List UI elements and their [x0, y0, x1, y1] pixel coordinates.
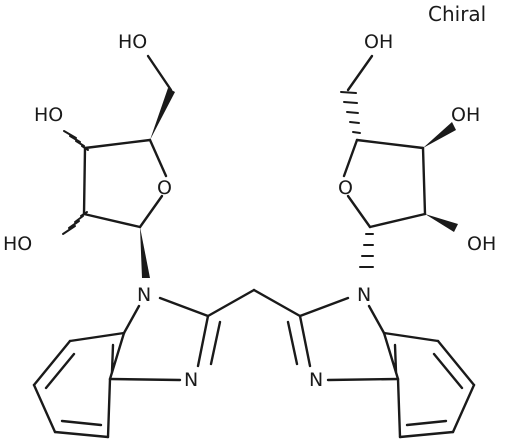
bond-c7a-c7-right — [382, 331, 440, 343]
atom-n3-right: N — [309, 369, 323, 391]
hash-c2-oh-left — [62, 211, 88, 235]
aromatic-inner-2-left — [60, 419, 103, 427]
wedge-c2-oh-right — [425, 214, 458, 232]
bond-c2-c1-right — [368, 212, 427, 229]
left-benzimidazole — [32, 296, 222, 439]
bond-c7-c6-right — [436, 339, 476, 387]
right-benzimidazole — [286, 296, 476, 439]
bond-c5-c4-right — [398, 430, 455, 439]
bond-c2-n3-left-double — [209, 320, 222, 366]
bond-c7a-c7-left — [68, 331, 126, 343]
atom-oh-c2-right: OH — [467, 233, 496, 255]
aromatic-inner-3-left — [110, 343, 115, 374]
bond-bridge-right — [252, 288, 302, 318]
bond-c2-n3-right-double — [286, 320, 299, 366]
bond-c4-o-left — [148, 138, 168, 178]
wedge-c1-n-left — [140, 227, 150, 278]
bond-c3-c4-left — [83, 138, 152, 150]
bond-c6-c5-right — [451, 383, 476, 434]
bond-c6-c5-left — [32, 383, 57, 434]
bond-n3-c3a-right — [326, 377, 400, 382]
atom-labels: HO HO O HO N N OH O OH OH N N Chiral — [3, 2, 496, 391]
aromatic-inner-1-right — [432, 352, 464, 390]
atom-ho-ch2-left: HO — [118, 31, 147, 53]
bond-c7-c6-left — [32, 339, 72, 387]
aromatic-inner-3-right — [393, 343, 398, 374]
left-sugar-ring — [62, 54, 175, 278]
atom-o-ring-right: O — [338, 177, 353, 199]
bond-ch2-o-right — [346, 54, 374, 92]
bond-c2-c3-left — [82, 146, 87, 216]
wedge-c3-oh-right — [423, 122, 456, 148]
hash-c1-n-right — [359, 233, 374, 268]
bond-n1-c2-left — [158, 296, 210, 318]
atom-n1-left: N — [137, 284, 151, 306]
atom-ho-c2-left: HO — [3, 233, 32, 255]
bond-o-c4-right — [342, 138, 359, 178]
atom-n3-left: N — [184, 369, 198, 391]
chiral-label: Chiral — [428, 2, 486, 26]
bond-n3-c3a-left — [108, 377, 182, 382]
bond-c4-c3a-right — [396, 377, 402, 439]
aromatic-inner-2-right — [405, 419, 448, 427]
atom-ho-c3-left: HO — [34, 104, 63, 126]
right-sugar-ring — [340, 54, 458, 268]
bond-c2-n3-left — [196, 314, 210, 368]
bond-c1-o-right — [346, 194, 372, 229]
atom-oh-ch2-right: OH — [364, 31, 393, 53]
bond-c1-c2-left — [82, 212, 142, 229]
bond-c3-c2-right — [421, 146, 427, 216]
bond-ch2-o-left — [146, 54, 173, 92]
wedge-c4-ch2-left — [150, 88, 175, 140]
bond-c4-c3-right — [355, 138, 425, 150]
atom-o-ring-left: O — [157, 177, 172, 199]
hash-c3-oh-left — [63, 130, 89, 151]
aromatic-inner-1-left — [44, 352, 76, 390]
bond-c4-c3a-left — [106, 377, 112, 439]
bond-c7a-n1-left — [122, 304, 141, 335]
atom-n1-right: N — [357, 284, 371, 306]
bond-c5-c4-left — [53, 430, 110, 439]
bond-c2-n1-right — [298, 296, 350, 318]
hash-c4-ch2-right — [340, 91, 361, 134]
bond-o-c1-left — [138, 194, 164, 229]
bond-c2-n3-right — [298, 314, 312, 368]
bond-bridge-left — [206, 288, 256, 318]
bond-c7a-n1-right — [367, 304, 386, 335]
atom-oh-c3-right: OH — [451, 104, 480, 126]
